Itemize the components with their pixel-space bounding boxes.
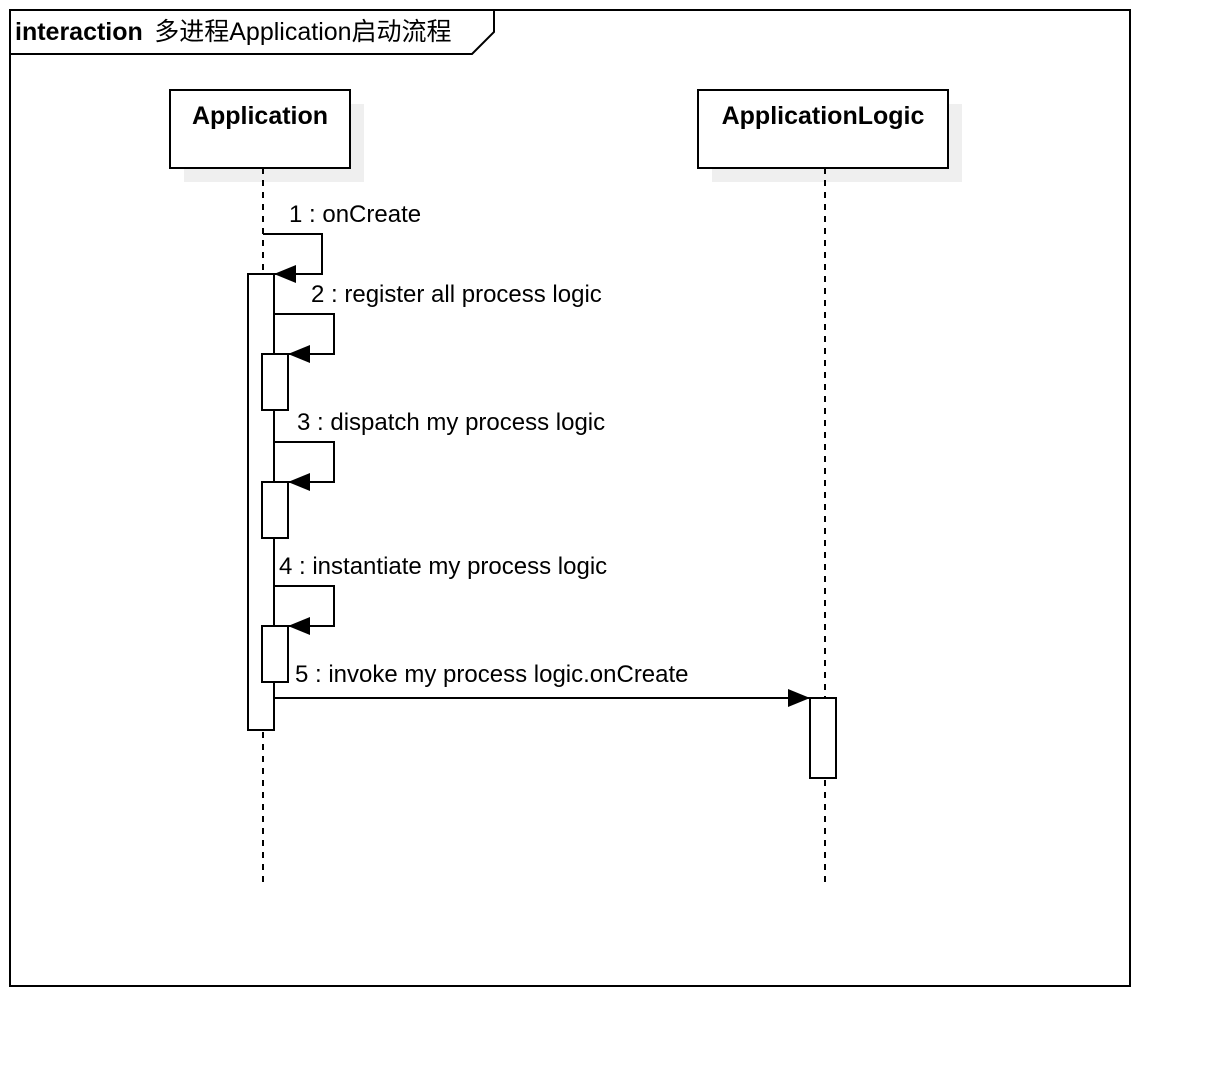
message-arrow (274, 313, 335, 363)
activation-bar-dispatch (261, 481, 289, 539)
message-label: 3 : dispatch my process logic (297, 409, 605, 436)
lifeline-applicationlogic: ApplicationLogic (697, 89, 962, 885)
message-label: 4 : instantiate my process logic (279, 553, 607, 580)
activation-bar-instantiate (261, 625, 289, 683)
lifeline-label-applicationlogic: ApplicationLogic (722, 102, 925, 130)
message-2: 2 : register all process logic (274, 281, 602, 363)
message-arrow (274, 441, 335, 491)
message-arrow (274, 585, 335, 635)
activation-bar-register (261, 353, 289, 411)
frame-keyword: interaction (15, 18, 143, 46)
message-4: 4 : instantiate my process logic (274, 553, 607, 635)
lifeline-label-application: Application (192, 102, 328, 130)
message-1: 1 : onCreate (263, 201, 421, 283)
interaction-frame (9, 9, 1131, 987)
message-5: 5 : invoke my process logic.onCreate (274, 661, 810, 707)
lifeline-head-application[interactable] (169, 89, 351, 169)
activation-bar-applicationlogic (809, 697, 837, 779)
message-label: 1 : onCreate (289, 201, 421, 228)
message-label: 2 : register all process logic (311, 281, 602, 308)
frame-name: 多进程Application启动流程 (154, 18, 451, 46)
message-3: 3 : dispatch my process logic (274, 409, 605, 491)
lifeline-head-applicationlogic[interactable] (697, 89, 949, 169)
frame-heading: interaction 多进程Application启动流程 (15, 18, 452, 46)
message-arrow (263, 233, 323, 283)
lifeline-application: Application (169, 89, 364, 885)
frame-name-tab (10, 10, 495, 55)
message-label: 5 : invoke my process logic.onCreate (295, 661, 689, 688)
